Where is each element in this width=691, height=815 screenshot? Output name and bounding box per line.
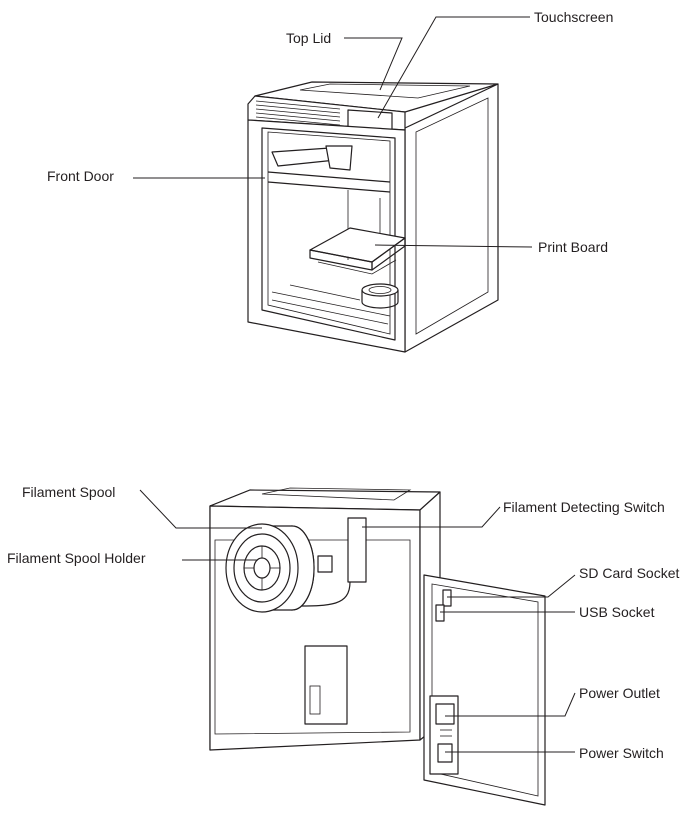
- label-usb-socket: USB Socket: [579, 604, 655, 620]
- filament-spool: [225, 523, 315, 613]
- top-vents: [255, 100, 341, 126]
- filament-detecting-switch: [347, 517, 367, 583]
- label-touchscreen: Touchscreen: [534, 9, 613, 25]
- power-switch: [437, 743, 453, 763]
- label-top-lid: Top Lid: [286, 30, 331, 46]
- label-filament-spool: Filament Spool: [22, 484, 115, 500]
- label-power-switch: Power Switch: [579, 745, 664, 761]
- sd-card-socket: [442, 589, 452, 607]
- label-sd-card-socket: SD Card Socket: [579, 565, 679, 581]
- back-view-printer: [209, 487, 546, 806]
- front-view-printer: [247, 81, 499, 353]
- label-power-outlet: Power Outlet: [579, 685, 660, 701]
- part-labels: Touchscreen Top Lid Front Door Print Boa…: [7, 9, 679, 761]
- back-door-panel: [423, 574, 546, 806]
- print-board: [309, 227, 406, 275]
- usb-socket: [435, 604, 445, 622]
- leader-lines: [133, 16, 576, 753]
- label-front-door: Front Door: [47, 168, 114, 184]
- power-outlet: [435, 703, 455, 725]
- front-door: [261, 127, 396, 341]
- label-print-board: Print Board: [538, 239, 608, 255]
- label-filament-spool-holder: Filament Spool Holder: [7, 550, 146, 566]
- label-filament-detecting-switch: Filament Detecting Switch: [503, 499, 665, 515]
